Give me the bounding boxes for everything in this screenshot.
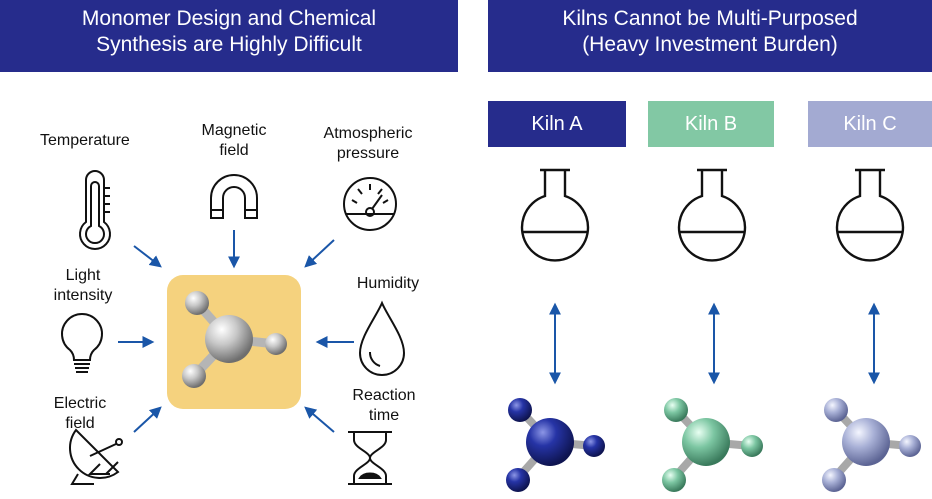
water-drop-icon	[358, 300, 406, 376]
molecule-icon-lavender	[822, 398, 921, 492]
factor-light-intensity: Light intensity	[38, 266, 128, 306]
arrow-reaction-time	[304, 406, 335, 433]
thermometer-icon	[79, 170, 111, 250]
flask-icon-c	[835, 168, 905, 262]
factor-electric-field-label-1: Electric	[53, 395, 107, 412]
factor-reaction-time: Reaction time	[334, 386, 434, 426]
pressure-gauge-icon	[343, 177, 397, 231]
right-title-line-1: Kilns Cannot be Multi-Purposed	[562, 7, 858, 30]
left-title-line-1: Monomer Design and Chemical	[81, 7, 377, 30]
factor-magnetic-field: Magnetic field	[188, 121, 280, 161]
factor-atmospheric-pressure-label-2: pressure	[336, 145, 400, 162]
factor-humidity-label: Humidity	[356, 275, 420, 292]
light-bulb-icon	[61, 313, 103, 373]
molecule-icon-navy	[506, 398, 605, 492]
left-title-line-2: Synthesis are Highly Difficult	[96, 33, 362, 56]
hourglass-icon	[348, 431, 392, 485]
factor-temperature: Temperature	[40, 131, 130, 151]
kiln-b-label: Kiln B	[648, 101, 774, 147]
right-panel-title: Kilns Cannot be Multi-Purposed (Heavy In…	[488, 0, 932, 72]
factor-light-intensity-label-1: Light	[65, 267, 101, 284]
kiln-a-label: Kiln A	[488, 101, 626, 147]
factor-humidity: Humidity	[340, 274, 436, 294]
satellite-dish-icon	[69, 428, 123, 485]
right-title-line-2: (Heavy Investment Burden)	[582, 33, 838, 56]
arrow-temperature	[133, 245, 162, 268]
factor-electric-field-label-2: field	[65, 415, 95, 432]
molecule-icon-green	[662, 398, 763, 492]
flask-icon-b	[677, 168, 747, 262]
arrow-atmospheric-pressure	[304, 239, 335, 268]
left-panel-title: Monomer Design and Chemical Synthesis ar…	[0, 0, 458, 72]
factor-temperature-label: Temperature	[40, 132, 130, 149]
factor-reaction-time-label-1: Reaction	[352, 387, 416, 404]
magnet-icon	[210, 174, 258, 219]
factor-electric-field: Electric field	[40, 394, 120, 434]
factor-light-intensity-label-2: intensity	[53, 287, 113, 304]
arrow-electric-field	[133, 406, 162, 433]
factor-arrows	[118, 230, 354, 433]
flask-icon-a	[520, 168, 590, 262]
factor-atmospheric-pressure: Atmospheric pressure	[308, 124, 428, 164]
factor-magnetic-field-label-1: Magnetic	[201, 122, 267, 139]
factor-magnetic-field-label-2: field	[219, 142, 249, 159]
molecule-icon-silver	[182, 291, 287, 388]
kiln-c-label: Kiln C	[808, 101, 932, 147]
factor-reaction-time-label-2: time	[368, 407, 400, 424]
factor-atmospheric-pressure-label-1: Atmospheric	[323, 125, 413, 142]
